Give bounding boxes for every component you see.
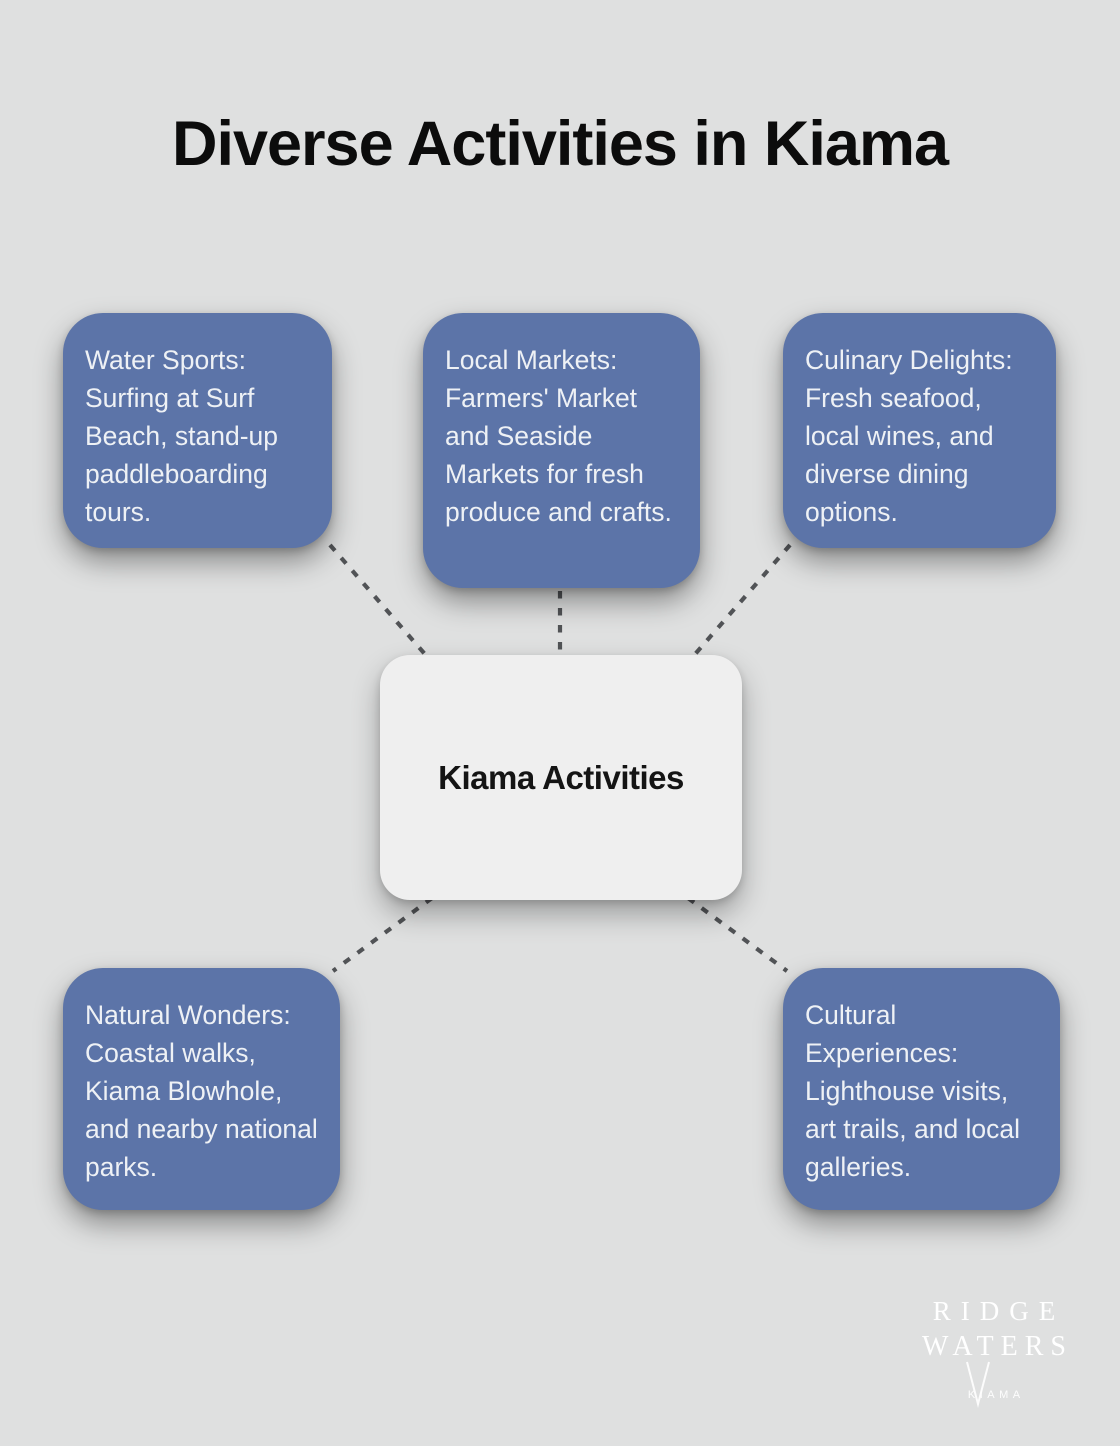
node-local-markets: Local Markets: Farmers' Market and Seasi… [423, 313, 700, 588]
center-node: Kiama Activities [380, 655, 742, 900]
node-culinary-delights-text: Culinary Delights: Fresh seafood, local … [805, 345, 1013, 527]
node-natural-wonders: Natural Wonders: Coastal walks, Kiama Bl… [63, 968, 340, 1210]
node-water-sports: Water Sports: Surfing at Surf Beach, sta… [63, 313, 332, 548]
node-culinary-delights: Culinary Delights: Fresh seafood, local … [783, 313, 1056, 548]
connector-water-to-center [328, 543, 432, 662]
brand-logo: RIDGE WATERS KIAMA [905, 1296, 1083, 1408]
connector-culinary-to-center [688, 543, 792, 662]
center-node-label: Kiama Activities [438, 758, 684, 796]
node-water-sports-text: Water Sports: Surfing at Surf Beach, sta… [85, 345, 278, 527]
node-cultural-experiences-text: Cultural Experiences: Lighthouse visits,… [805, 1000, 1021, 1182]
connector-center-to-natural [331, 896, 434, 973]
brand-logo-kiama: KIAMA [967, 1389, 1025, 1401]
node-natural-wonders-text: Natural Wonders: Coastal walks, Kiama Bl… [85, 1000, 318, 1182]
brand-logo-ridge: RIDGE [932, 1296, 1066, 1326]
node-local-markets-text: Local Markets: Farmers' Market and Seasi… [445, 345, 672, 527]
brand-logo-monogram-descender [966, 1361, 990, 1408]
brand-logo-waters: WATERS [922, 1331, 1073, 1362]
page-title: Diverse Activities in Kiama [171, 109, 949, 179]
node-cultural-experiences: Cultural Experiences: Lighthouse visits,… [783, 968, 1060, 1210]
connector-center-to-cultural [686, 896, 789, 973]
